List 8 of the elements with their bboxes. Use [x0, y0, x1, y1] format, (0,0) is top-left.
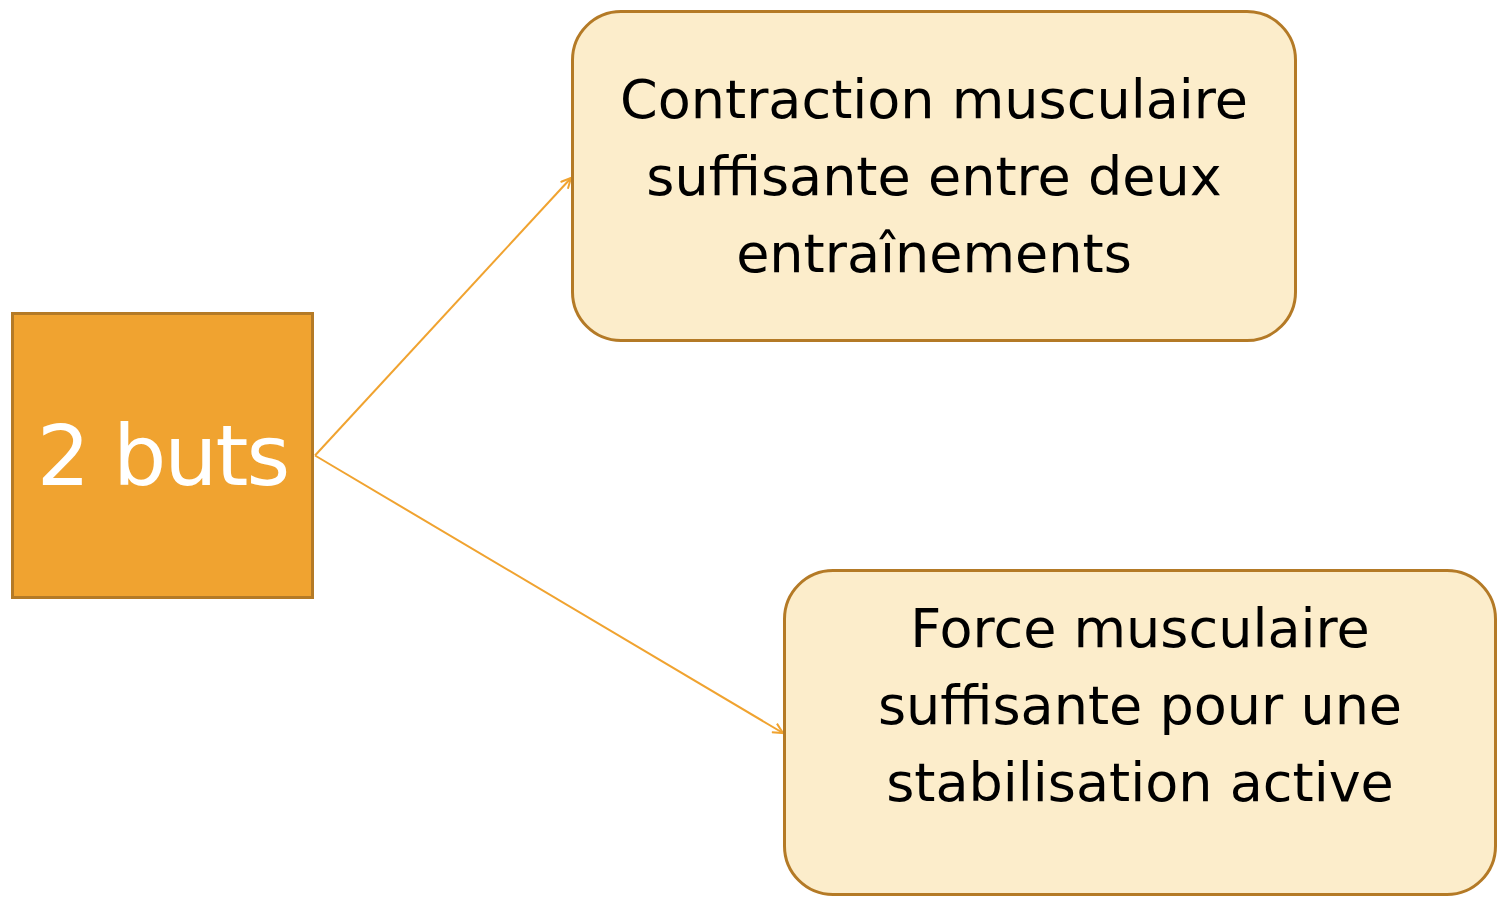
rounded-box — [783, 569, 1497, 896]
box-text: 2 buts — [36, 413, 289, 498]
title-box — [11, 312, 314, 599]
arrow — [314, 177, 572, 457]
box-text: Contraction musculaire suffisante entre deux entraînements — [619, 66, 1249, 287]
arrow — [314, 454, 784, 734]
box-text: Force musculaire suffisante pour une stabilisation active — [876, 596, 1404, 816]
rounded-box — [571, 10, 1297, 342]
